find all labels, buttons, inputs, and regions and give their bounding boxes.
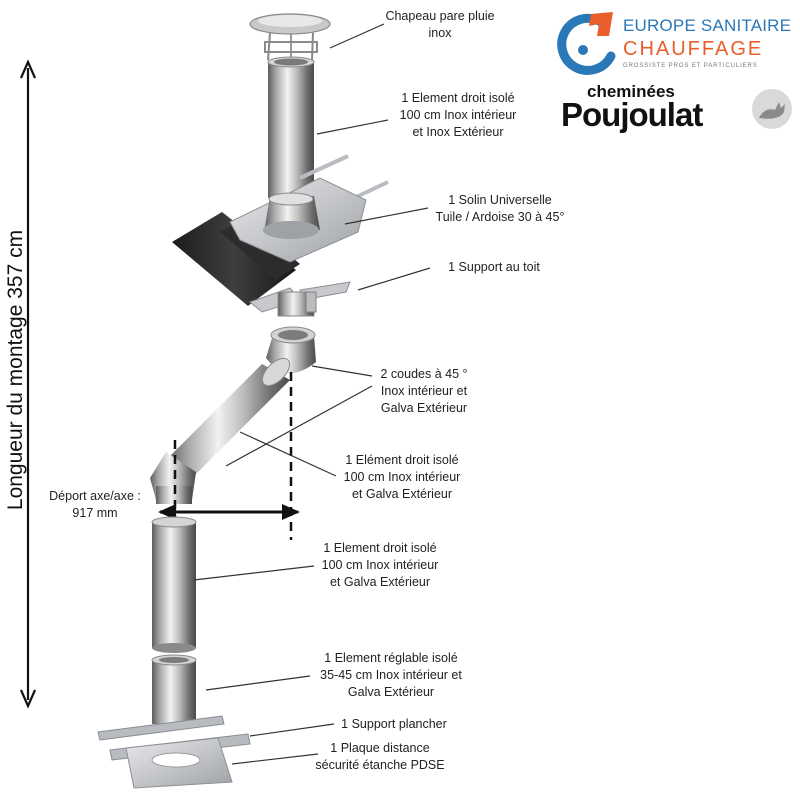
lower-elbow-part xyxy=(150,452,196,504)
brand-block: EUROPE SANITAIRE CHAUFFAGE GROSSISTE PRO… xyxy=(553,10,793,140)
offset-label: Déport axe/axe :917 mm xyxy=(49,489,141,520)
roof-flashing-part xyxy=(172,154,389,306)
roof-support-label: 1 Support au toit xyxy=(448,260,540,274)
safety-plate-part xyxy=(125,737,233,789)
inclined-straight-element-part xyxy=(166,357,291,476)
rain-cap-part xyxy=(249,13,331,61)
floor-support-label: 1 Support plancher xyxy=(341,717,447,731)
cat-logo-icon xyxy=(752,89,792,129)
maker-top: cheminées xyxy=(587,82,675,101)
middle-straight-element-part xyxy=(151,516,197,653)
brand-line-2: CHAUFFAGE xyxy=(623,38,764,60)
brand-tagline: GROSSISTE PROS ET PARTICULIERS xyxy=(623,63,758,69)
leader-lines xyxy=(193,23,431,765)
brand-line-1: EUROPE SANITAIRE xyxy=(623,16,792,35)
europe-sanitaire-logo-icon xyxy=(557,12,616,75)
height-arrow xyxy=(19,59,37,709)
roof-support-part xyxy=(249,281,351,317)
adjustable-element-part xyxy=(151,654,197,724)
montage-height-label: Longueur du montage 357 cm xyxy=(4,229,27,511)
maker-bottom: Poujoulat xyxy=(561,96,703,133)
